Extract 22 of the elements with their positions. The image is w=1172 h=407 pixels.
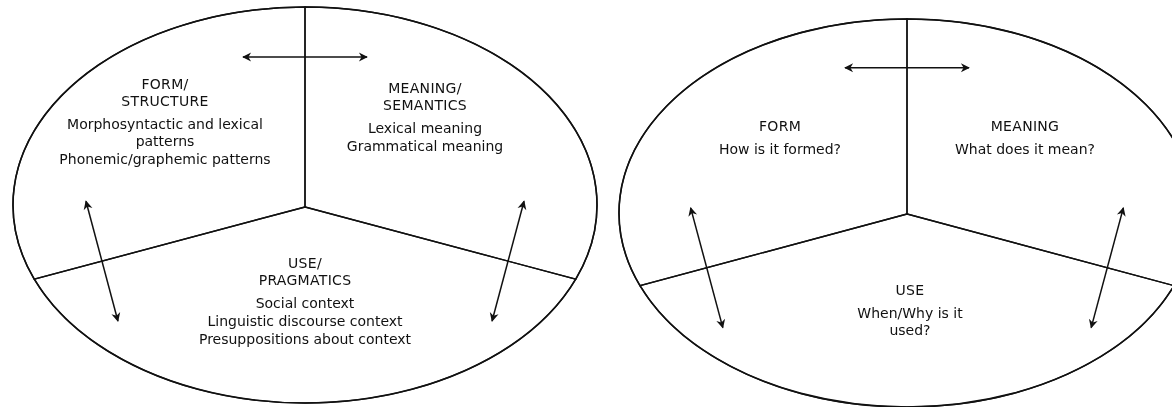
sector-heading: FORM/ STRUCTURE bbox=[120, 76, 210, 110]
double-arrow bbox=[242, 52, 368, 62]
sector-heading: USE bbox=[894, 282, 926, 299]
sector-text: Grammatical meaning bbox=[345, 138, 505, 155]
sector-text: Lexical meaning bbox=[366, 120, 484, 137]
sector-text: How is it formed? bbox=[718, 141, 842, 158]
sector-text: When/Why is it used? bbox=[856, 305, 964, 339]
double-arrow bbox=[489, 200, 527, 322]
double-arrow bbox=[1088, 207, 1126, 329]
sector-heading: USE/ PRAGMATICS bbox=[257, 255, 353, 289]
double-arrow bbox=[688, 207, 726, 329]
sector-heading: MEANING/ SEMANTICS bbox=[382, 80, 468, 114]
sector-text: Phonemic/graphemic patterns bbox=[58, 151, 272, 168]
sector-text: Social context bbox=[254, 295, 356, 312]
double-arrow bbox=[844, 63, 970, 73]
sector-text: What does it mean? bbox=[955, 141, 1095, 158]
sector-heading: MEANING bbox=[989, 118, 1061, 135]
sector-text: Morphosyntactic and lexical patterns bbox=[66, 116, 264, 150]
sector-text: Presuppositions about context bbox=[197, 331, 413, 348]
sector-text: Linguistic discourse context bbox=[206, 313, 404, 330]
sector-heading: FORM bbox=[757, 118, 803, 135]
double-arrow bbox=[83, 200, 121, 322]
